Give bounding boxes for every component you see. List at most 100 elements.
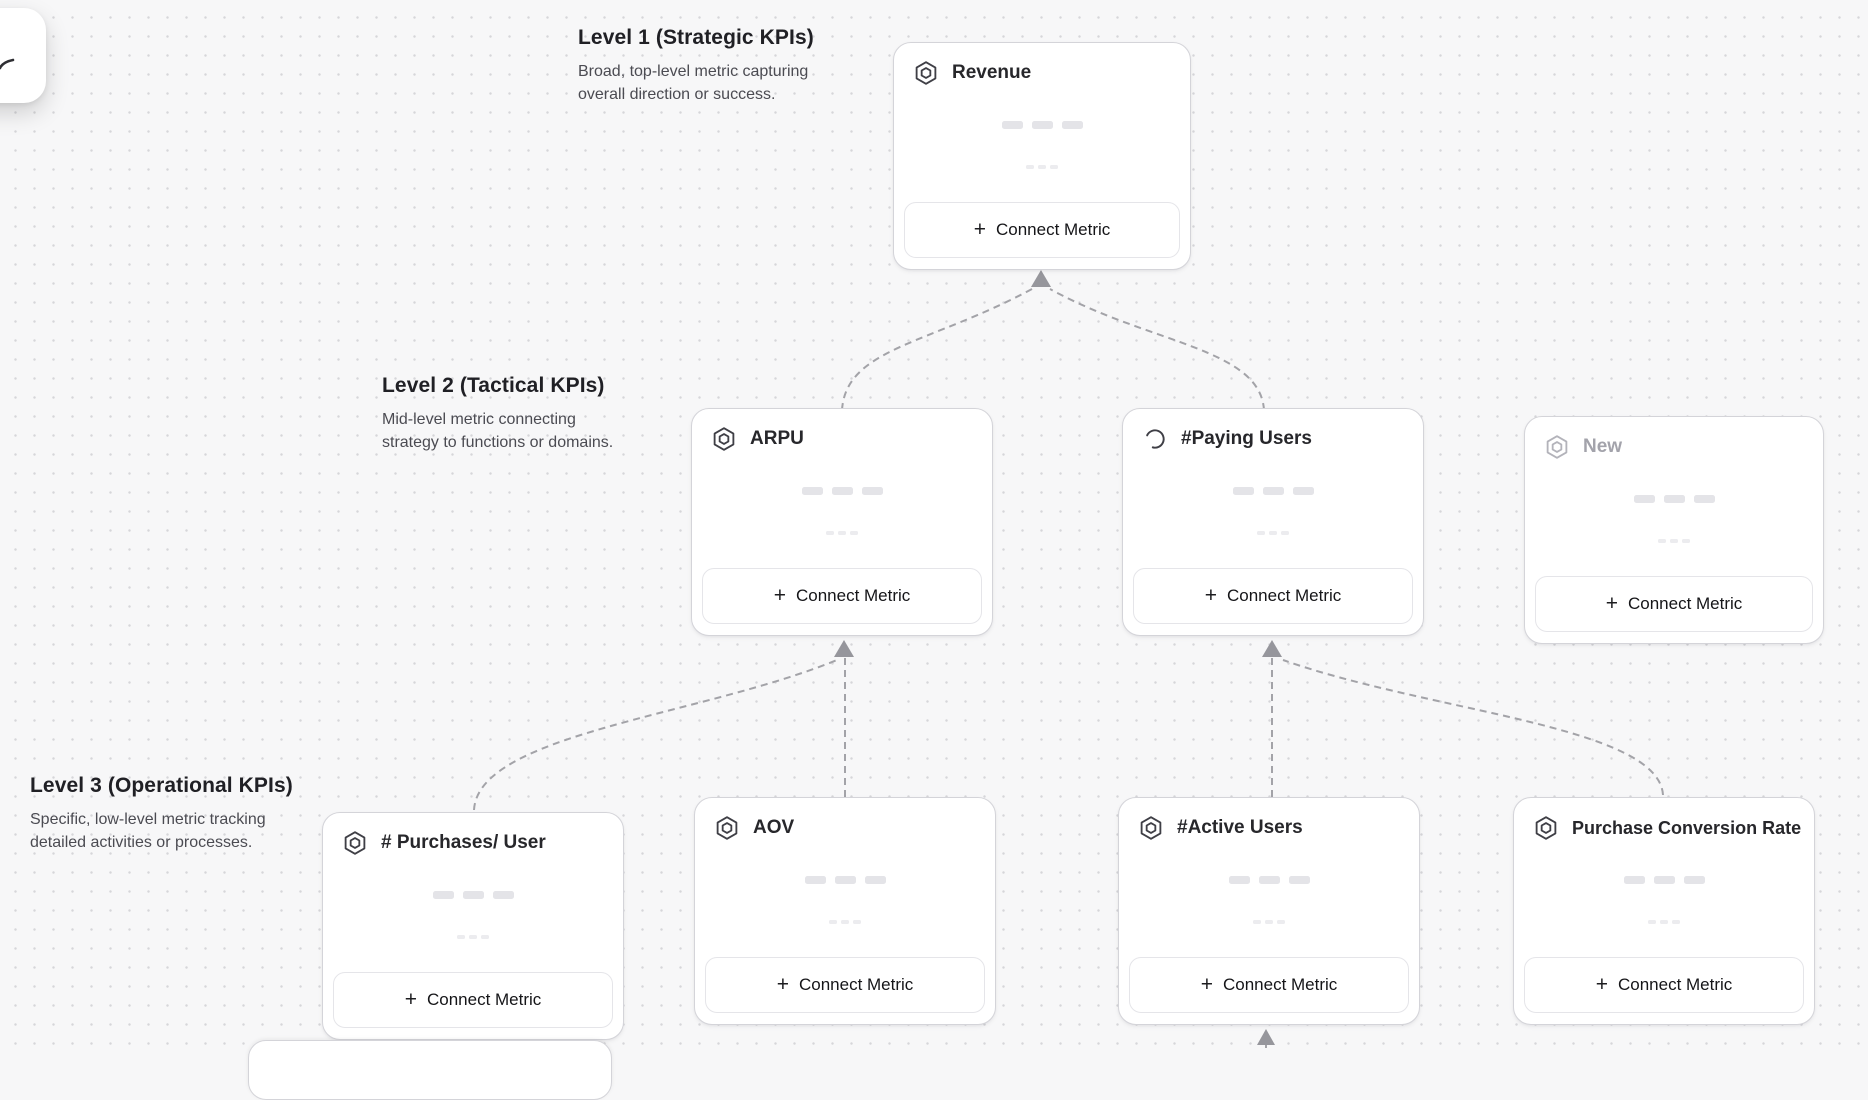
metric-card-active-users[interactable]: #Active Users + Connect Metric (1118, 797, 1420, 1025)
skeleton-dash (1257, 531, 1265, 535)
hexagon-metric-icon (1535, 816, 1557, 840)
skeleton-dash (1648, 920, 1656, 924)
connect-metric-button[interactable]: + Connect Metric (1129, 957, 1409, 1013)
connect-metric-button[interactable]: + Connect Metric (904, 202, 1180, 258)
skeleton-dash (826, 531, 834, 535)
skeleton-bar (1001, 121, 1023, 129)
card-header: # Purchases/ User (323, 813, 623, 856)
metric-card-arpu[interactable]: ARPU + Connect Metric (691, 408, 993, 636)
connect-metric-button[interactable]: + Connect Metric (333, 972, 613, 1028)
loading-spinner-icon (1145, 429, 1165, 449)
metric-card-paying-users[interactable]: #Paying Users + Connect Metric (1122, 408, 1424, 636)
skeleton-bar (804, 876, 826, 884)
hexagon-metric-icon (716, 816, 738, 840)
metric-card-new[interactable]: New + Connect Metric (1524, 416, 1824, 644)
card-title: Revenue (952, 62, 1032, 83)
connect-metric-label: Connect Metric (1627, 594, 1743, 613)
level2-title: Level 2 (Tactical KPIs) (382, 374, 605, 397)
cursor-icon (0, 58, 15, 70)
toolbar-chip[interactable] (0, 8, 46, 103)
skeleton-bar (1683, 876, 1705, 884)
plus-icon: + (1204, 583, 1217, 607)
skeleton-dash (1672, 920, 1680, 924)
skeleton-dash (1660, 920, 1668, 924)
skeleton-bar (1262, 487, 1284, 495)
skeleton-dash (1682, 539, 1690, 543)
hexagon-metric-icon (1140, 816, 1162, 840)
section-level1: Level 1 (Strategic KPIs) Broad, top-leve… (578, 26, 814, 107)
skeleton-dash (1658, 539, 1666, 543)
skeleton-dash (457, 935, 465, 939)
skeleton-bar (492, 891, 514, 899)
connect-metric-label: Connect Metric (1226, 586, 1342, 605)
card-header: ARPU (692, 409, 992, 452)
skeleton-dash (1265, 920, 1273, 924)
hexagon-metric-icon (713, 427, 735, 451)
connect-metric-label: Connect Metric (1617, 975, 1733, 994)
level3-title: Level 3 (Operational KPIs) (30, 774, 293, 797)
skeleton-dash (1026, 165, 1034, 169)
skeleton-bar (1653, 876, 1675, 884)
card-header: New (1525, 417, 1823, 460)
connect-metric-label: Connect Metric (1222, 975, 1338, 994)
skeleton-bar (1232, 487, 1254, 495)
skeleton-bar (864, 876, 886, 884)
skeleton-bar (1633, 495, 1655, 503)
connect-metric-button[interactable]: + Connect Metric (1524, 957, 1804, 1013)
metric-card-partial-offscreen[interactable] (248, 1040, 612, 1100)
card-title: ARPU (750, 428, 804, 449)
plus-icon: + (1595, 972, 1608, 996)
skeleton-dash (1038, 165, 1046, 169)
card-title: #Paying Users (1181, 428, 1312, 449)
section-level3: Level 3 (Operational KPIs) Specific, low… (30, 774, 293, 855)
metric-card-purchase-conversion-rate[interactable]: Purchase Conversion Rate + Connect Metri… (1513, 797, 1815, 1025)
skeleton-dash (1253, 920, 1261, 924)
plus-icon: + (773, 583, 786, 607)
plus-icon: + (973, 217, 986, 241)
card-header: Purchase Conversion Rate (1514, 798, 1814, 841)
card-title: #Active Users (1177, 817, 1303, 838)
level3-description: Specific, low-level metric tracking deta… (30, 811, 266, 851)
skeleton-bar (1031, 121, 1053, 129)
skeleton-bar (462, 891, 484, 899)
plus-icon: + (404, 987, 417, 1011)
connect-metric-label: Connect Metric (795, 586, 911, 605)
skeleton-dash (1050, 165, 1058, 169)
skeleton-dash (841, 920, 849, 924)
card-title: AOV (753, 817, 795, 838)
connect-metric-button[interactable]: + Connect Metric (705, 957, 985, 1013)
skeleton-bar (834, 876, 856, 884)
skeleton-bar (1228, 876, 1250, 884)
metric-card-aov[interactable]: AOV + Connect Metric (694, 797, 996, 1025)
skeleton-dash (481, 935, 489, 939)
metric-card-revenue[interactable]: Revenue + Connect Metric (893, 42, 1191, 270)
connect-metric-button[interactable]: + Connect Metric (1133, 568, 1413, 624)
level2-description: Mid-level metric connecting strategy to … (382, 411, 614, 451)
hexagon-metric-icon (344, 831, 366, 855)
skeleton-dash (853, 920, 861, 924)
card-title: New (1583, 436, 1623, 457)
skeleton-dash (1277, 920, 1285, 924)
skeleton-bar (1292, 487, 1314, 495)
card-header: #Paying Users (1123, 409, 1423, 452)
skeleton-dash (850, 531, 858, 535)
card-header: #Active Users (1119, 798, 1419, 841)
card-title: # Purchases/ User (381, 832, 546, 853)
skeleton-bar (432, 891, 454, 899)
section-level2: Level 2 (Tactical KPIs) Mid-level metric… (382, 374, 613, 455)
plus-icon: + (1200, 972, 1213, 996)
skeleton-bar (861, 487, 883, 495)
skeleton-bar (1288, 876, 1310, 884)
level1-description: Broad, top-level metric capturing overal… (578, 63, 809, 103)
connect-metric-label: Connect Metric (426, 990, 542, 1009)
hexagon-metric-icon (915, 61, 937, 85)
skeleton-bar (1693, 495, 1715, 503)
metric-card-purchases-per-user[interactable]: # Purchases/ User + Connect Metric (322, 812, 624, 1040)
level1-title: Level 1 (Strategic KPIs) (578, 26, 814, 49)
connect-metric-label: Connect Metric (995, 220, 1111, 239)
skeleton-dash (829, 920, 837, 924)
skeleton-bar (1258, 876, 1280, 884)
connect-metric-button[interactable]: + Connect Metric (1535, 576, 1813, 632)
skeleton-bar (1623, 876, 1645, 884)
connect-metric-button[interactable]: + Connect Metric (702, 568, 982, 624)
